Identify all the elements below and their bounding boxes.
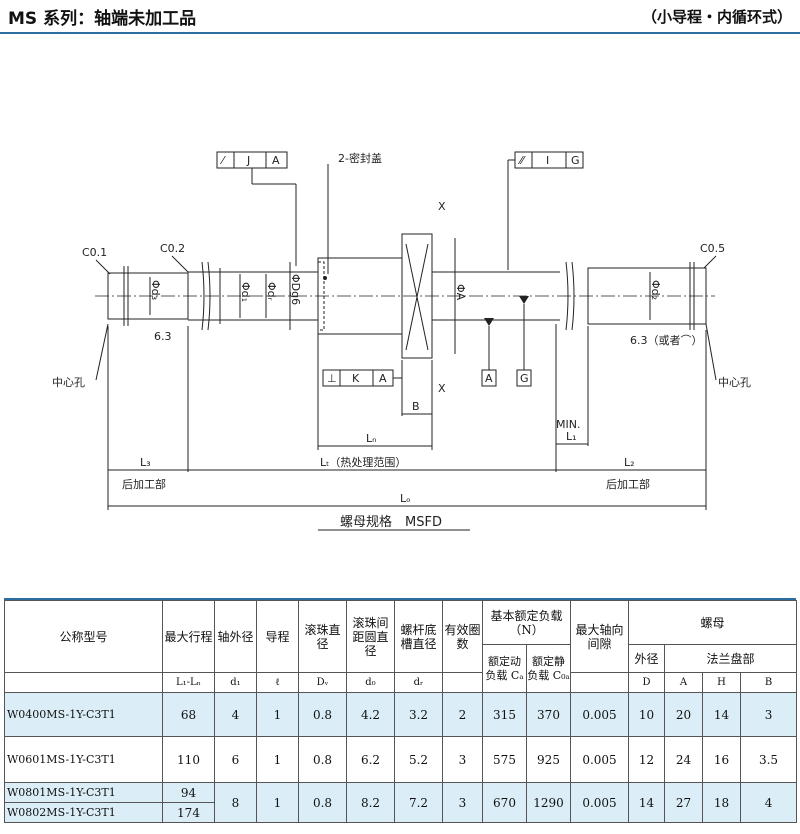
ball-screw-drawing: C0.1 C0.2 C0.5 2-密封盖 ⁄ J A ⁄⁄ I G ⊥ K A … bbox=[52, 151, 751, 531]
dim-a: ΦA bbox=[454, 284, 467, 301]
dim-min: MIN. bbox=[556, 418, 580, 431]
sym-root: dᵣ bbox=[394, 672, 443, 693]
col-flange: 法兰盘部 bbox=[664, 644, 798, 673]
col-nut-od: 外径 bbox=[628, 644, 666, 673]
post-process-right: 后加工部 bbox=[606, 477, 650, 491]
dim-lt: Lₜ（热处理范围） bbox=[320, 455, 406, 469]
roughness-left: 6.3 bbox=[154, 330, 172, 343]
nut-flange bbox=[401, 233, 433, 359]
gdt-runout-icon: ⁄ bbox=[219, 154, 226, 167]
right-shaft-end bbox=[587, 267, 707, 325]
drawing-labels: C0.1 C0.2 C0.5 2-密封盖 ⁄ J A ⁄⁄ I G ⊥ K A … bbox=[52, 151, 751, 530]
post-process-left: 后加工部 bbox=[122, 477, 166, 491]
sym-b: B bbox=[740, 672, 798, 693]
sym-lead: ℓ bbox=[256, 672, 299, 693]
center-hole-left: 中心孔 bbox=[52, 376, 85, 389]
col-nut: 螺母 bbox=[628, 600, 798, 645]
gdt-tr-ref-2: G bbox=[571, 154, 580, 167]
datum-a: A bbox=[485, 372, 493, 385]
page-header: MS 系列：轴端未加工品 （小导程・内循环式） bbox=[0, 0, 800, 34]
table-top-rule bbox=[4, 598, 796, 601]
sym-stroke: L₁-Lₙ bbox=[162, 672, 215, 693]
sym-ball: Dᵥ bbox=[298, 672, 347, 693]
col-root-dia: 螺杆底槽直径 bbox=[394, 600, 443, 673]
gdt-b-ref-1: K bbox=[352, 372, 360, 385]
dim-lo: Lₒ bbox=[400, 492, 411, 505]
nut-spec: 螺母规格 MSFD bbox=[340, 514, 442, 530]
sym-backlash bbox=[570, 672, 630, 693]
section-x-top: X bbox=[438, 200, 446, 213]
spec-table: 公称型号 最大行程 轴外径 导程 滚珠直径 滚珠间距圆直径 螺杆底槽直径 有效圈… bbox=[4, 600, 798, 823]
gdt-b-ref-2: A bbox=[379, 372, 387, 385]
dim-l1: L₁ bbox=[566, 430, 577, 443]
gdt-tl-ref-2: A bbox=[272, 154, 280, 167]
left-shaft-end bbox=[107, 272, 189, 320]
center-hole-right: 中心孔 bbox=[718, 376, 751, 389]
sym-h: H bbox=[702, 672, 742, 693]
dim-ln: Lₙ bbox=[366, 432, 377, 445]
col-pcd: 滚珠间距圆直径 bbox=[346, 600, 395, 673]
datum-g: G bbox=[520, 372, 529, 385]
chamfer-c05: C0.5 bbox=[700, 242, 725, 255]
sym-model bbox=[4, 672, 163, 693]
dim-dr: Φdᵣ bbox=[265, 282, 278, 301]
sym-turns bbox=[442, 672, 483, 693]
dim-dg6: ΦDg6 bbox=[289, 274, 302, 305]
col-backlash: 最大轴向间隙 bbox=[570, 600, 630, 673]
chamfer-c02: C0.2 bbox=[160, 242, 185, 255]
dim-b: B bbox=[412, 400, 420, 413]
sym-a: A bbox=[664, 672, 704, 693]
dim-d3: Φd₃ bbox=[149, 280, 162, 300]
page-subtitle: （小导程・内循环式） bbox=[641, 8, 792, 26]
section-x-bottom: X bbox=[438, 382, 446, 395]
sym-shaft-od: d₁ bbox=[214, 672, 257, 693]
col-load: 基本额定负载（N） bbox=[481, 600, 572, 645]
dim-d1: Φd₁ bbox=[239, 282, 252, 302]
sym-nut-od: D bbox=[628, 672, 666, 693]
dim-d2: Φd₂ bbox=[649, 280, 662, 300]
col-ball-dia: 滚珠直径 bbox=[298, 600, 347, 673]
page-title: MS 系列：轴端未加工品 bbox=[8, 9, 197, 29]
dim-l2: L₂ bbox=[624, 456, 635, 469]
col-stroke: 最大行程 bbox=[162, 600, 215, 673]
col-model: 公称型号 bbox=[4, 600, 163, 673]
sym-pcd: d₀ bbox=[346, 672, 395, 693]
col-shaft-od: 轴外径 bbox=[214, 600, 257, 673]
dim-l3: L₃ bbox=[140, 456, 151, 469]
gdt-tl-ref-1: J bbox=[246, 154, 250, 167]
gdt-b-sym: ⊥ bbox=[327, 372, 337, 385]
chamfer-c01: C0.1 bbox=[82, 246, 107, 259]
seal-label: 2-密封盖 bbox=[338, 151, 382, 165]
col-stat: 额定静负载 C₀ₐ bbox=[525, 644, 572, 693]
gdt-runout-icon-right: ⁄⁄ bbox=[517, 154, 526, 167]
roughness-right: 6.3（或者⌒） bbox=[630, 334, 703, 347]
col-turns: 有效圈数 bbox=[442, 600, 483, 673]
col-dyn: 额定动负载 Cₐ bbox=[482, 644, 527, 693]
col-lead: 导程 bbox=[256, 600, 299, 673]
gdt-tr-ref-1: I bbox=[546, 154, 549, 167]
